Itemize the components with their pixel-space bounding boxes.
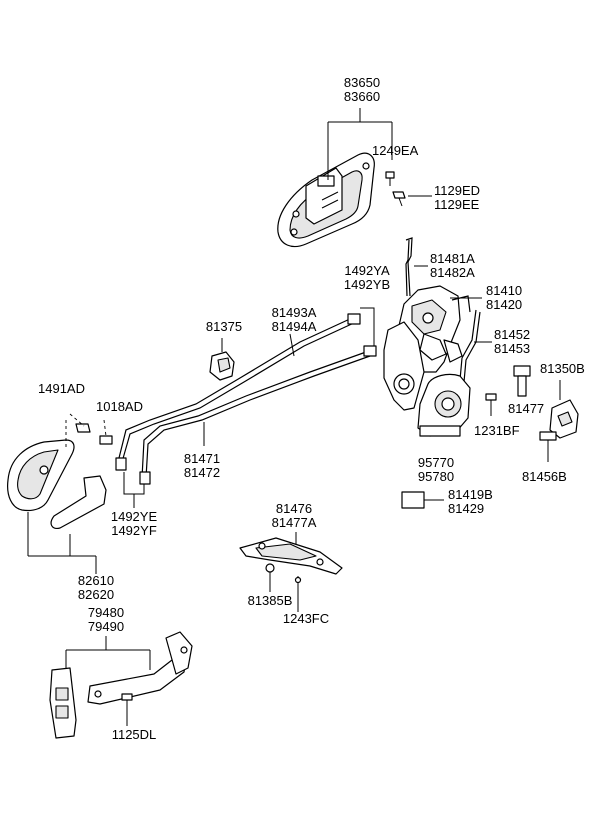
label-1129ED: 1129ED 1129EE [434,184,480,212]
screw-1018AD [99,419,113,445]
label-81375: 81375 [206,320,242,334]
label-81410: 81410 81420 [486,284,522,312]
part-number: 1492YB [343,277,391,292]
label-1018AD: 1018AD [96,400,143,414]
clip-1492YF [139,471,151,485]
label-1231BF: 1231BF [474,424,520,438]
latch-cover [417,373,471,437]
clip-1492YA [347,313,361,325]
door-latch-assembly [383,285,471,411]
screw-1231BF [485,393,497,416]
part-number: 83650 [343,75,381,90]
label-95770: 95770 95780 [418,456,454,484]
door-checker-79480 [49,631,193,739]
part-number: 1243FC [282,611,330,626]
label-1492YA: 1492YA 1492YB [344,264,390,292]
part-number: 1018AD [96,399,143,414]
part-number: 81350B [540,361,585,376]
label-81350B: 81350B [540,362,585,376]
part-number: 83660 [343,89,381,104]
part-number: 79480 [87,605,125,620]
label-1125DL: 1125DL [112,728,157,742]
label-81493A: 81493A 81494A [272,306,317,334]
pad-81419B [401,491,425,509]
part-number: 1492YE [110,509,158,524]
part-number: 81410 [486,283,523,298]
part-number: 81481A [430,251,475,266]
screw-81385B [265,563,275,592]
clip-81375 [209,351,235,381]
part-number: 79490 [87,619,125,634]
part-number: 82610 [77,573,115,588]
label-83650: 83650 83660 [344,76,380,104]
label-1491AD: 1491AD [38,382,85,396]
part-number: 1129EE [434,197,480,212]
rod-81481A [405,237,413,297]
screw-1491AD [69,413,91,433]
label-81477: 81477 [508,402,544,416]
outside-door-handle [277,152,375,248]
part-number: 95780 [417,469,455,484]
label-1243FC: 1243FC [283,612,329,626]
part-number: 81477 [508,401,545,416]
part-number: 1492YF [111,523,157,538]
label-79480: 79480 79490 [88,606,124,634]
clip-1492YB [363,345,377,357]
part-number: 81472 [183,465,221,480]
label-81481A: 81481A 81482A [430,252,475,280]
part-number: 1492YA [344,263,390,278]
rods-81493A-81494A [117,317,371,479]
label-81471: 81471 81472 [184,452,220,480]
handle-bracket-81476 [239,537,343,575]
part-number: 1491AD [38,381,85,396]
striker-81350B [549,399,579,439]
part-number: 81429 [448,501,485,516]
part-number: 81476 [275,501,313,516]
part-number: 81471 [183,451,221,466]
inside-door-handle [7,439,107,529]
part-number: 81494A [271,319,317,334]
part-number: 81452 [494,327,531,342]
part-number: 95770 [417,455,455,470]
part-number: 81385B [247,593,293,608]
part-number: 81493A [271,305,317,320]
screw-1249EA [385,171,395,186]
part-number: 81482A [430,265,475,280]
part-number: 81375 [205,319,243,334]
label-1492YE: 1492YE 1492YF [111,510,157,538]
label-81456B: 81456B [522,470,567,484]
part-number: 81420 [486,297,523,312]
screw-1243FC [294,576,302,612]
part-number: 1125DL [111,727,157,742]
screw-1129ED [392,191,406,207]
part-number: 1129ED [434,183,481,198]
label-81476: 81476 81477A [272,502,317,530]
part-number: 81419B [448,487,493,502]
label-81452: 81452 81453 [494,328,530,356]
rod-81452 [459,309,481,383]
clip-1492YE [115,457,127,471]
part-number: 1231BF [474,423,520,438]
part-number: 1249EA [372,143,419,158]
bolt-1125DL [121,693,133,726]
label-82610: 82610 82620 [78,574,114,602]
part-number: 81456B [522,469,567,484]
screw-81456B [539,431,557,462]
label-81385B: 81385B [248,594,293,608]
label-81419B: 81419B 81429 [448,488,493,516]
part-number: 81477A [271,515,317,530]
part-number: 81453 [494,341,531,356]
bolt-81477 [513,365,531,397]
label-1249EA: 1249EA [372,144,418,158]
part-number: 82620 [77,587,115,602]
